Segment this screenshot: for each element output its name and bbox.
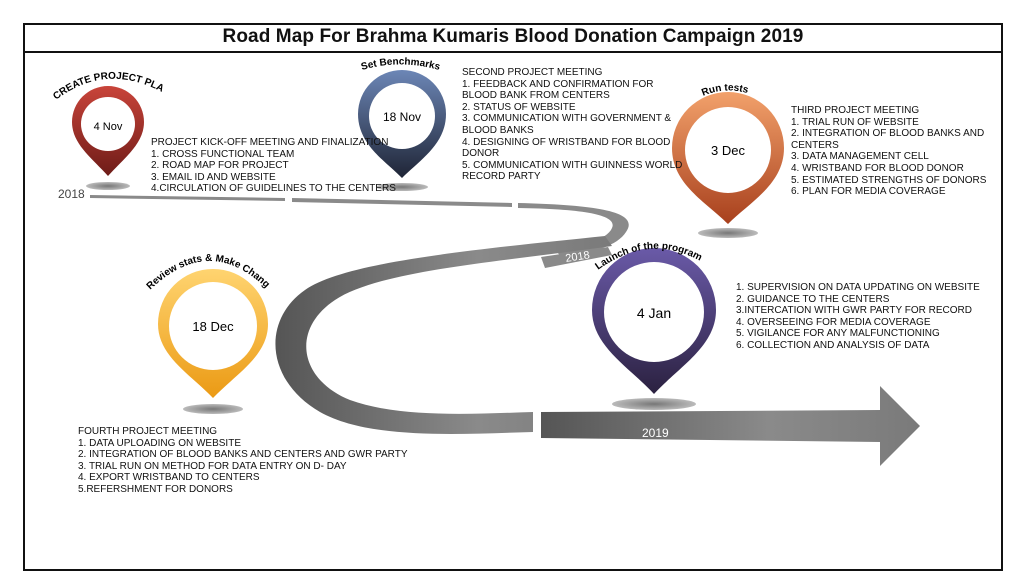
notes-line: SECOND PROJECT MEETING xyxy=(462,67,603,78)
notes-line: 3. COMMUNICATION WITH GOVERNMENT & xyxy=(462,113,672,125)
notes-line: 1. FEEDBACK AND CONFIRMATION FOR xyxy=(462,78,654,90)
notes-line: 4. EXPORT WRISTBAND TO CENTERS xyxy=(78,472,260,484)
pin-shadow xyxy=(86,182,130,190)
pin-date: 18 Dec xyxy=(192,319,234,334)
kickoff-meeting-notes: PROJECT KICK-OFF MEETING AND FINALIZATIO… xyxy=(151,137,396,195)
year-label-start: 2018 xyxy=(58,187,85,201)
year-label-middle: 2018 xyxy=(565,249,591,265)
notes-line: 4.CIRCULATION OF GUIDELINES TO THE CENTE… xyxy=(151,183,396,195)
notes-line: 1. SUPERVISION ON DATA UPDATING ON WEBSI… xyxy=(736,282,980,293)
road-lower xyxy=(541,386,920,466)
pin-date: 4 Nov xyxy=(94,121,123,133)
notes-line: 2. INTEGRATION OF BLOOD BANKS AND CENTER… xyxy=(78,449,408,461)
pin-shadow xyxy=(612,398,696,410)
notes-line: 2. INTEGRATION OF BLOOD BANKS AND xyxy=(791,128,985,140)
notes-line: 3.INTERCATION WITH GWR PARTY FOR RECORD xyxy=(736,305,972,317)
notes-line: FOURTH PROJECT MEETING xyxy=(78,426,218,437)
page-title: Road Map For Brahma Kumaris Blood Donati… xyxy=(222,26,804,47)
pin-shadow xyxy=(183,404,243,414)
notes-line: 3. DATA MANAGEMENT CELL xyxy=(791,151,929,163)
notes-line: 4. OVERSEEING FOR MEDIA COVERAGE xyxy=(736,316,931,328)
notes-line: 2. GUIDANCE TO THE CENTERS xyxy=(736,293,890,305)
second-meeting-notes: SECOND PROJECT MEETING 1. FEEDBACK AND C… xyxy=(462,67,682,183)
pin-date: 18 Nov xyxy=(383,110,421,124)
pin-run-tests: 3 Dec Run tests xyxy=(672,82,784,238)
notes-line: RECORD PARTY xyxy=(462,171,541,183)
pin-heading: CREATE PROJECT PLAN xyxy=(0,0,166,102)
pin-review-stats: 18 Dec Review stats & Make Changes xyxy=(0,0,272,414)
pin-launch: 4 Jan Launch of the program xyxy=(592,241,716,410)
launch-activities-notes: 1. SUPERVISION ON DATA UPDATING ON WEBSI… xyxy=(736,282,980,352)
road-top-line xyxy=(90,195,285,201)
road-top-line-b xyxy=(292,198,512,207)
notes-line: 3. EMAIL ID AND WEBSITE xyxy=(151,171,276,183)
notes-line: 1. DATA UPLOADING ON WEBSITE xyxy=(78,437,241,449)
third-meeting-notes: THIRD PROJECT MEETING 1. TRIAL RUN OF WE… xyxy=(791,105,986,198)
pin-set-benchmarks: 18 Nov Set Benchmarks xyxy=(358,56,446,191)
notes-line: DONOR xyxy=(462,148,500,160)
pin-date: 3 Dec xyxy=(711,143,745,158)
notes-line: 3. TRIAL RUN ON METHOD FOR DATA ENTRY ON… xyxy=(78,460,347,472)
notes-line: THIRD PROJECT MEETING xyxy=(791,105,920,116)
notes-line: 6. PLAN FOR MEDIA COVERAGE xyxy=(791,186,946,198)
fourth-meeting-notes: FOURTH PROJECT MEETING 1. DATA UPLOADING… xyxy=(78,426,408,496)
notes-line: BLOOD BANKS xyxy=(462,124,534,136)
notes-line: PROJECT KICK-OFF MEETING AND FINALIZATIO… xyxy=(151,137,389,148)
pin-shadow xyxy=(376,183,428,191)
notes-line: 1. TRIAL RUN OF WEBSITE xyxy=(791,116,919,128)
notes-line: 4. WRISTBAND FOR BLOOD DONOR xyxy=(791,162,964,174)
timeline-road xyxy=(90,195,920,466)
pin-date: 4 Jan xyxy=(637,305,671,321)
notes-line: 1. CROSS FUNCTIONAL TEAM xyxy=(151,148,295,160)
pin-heading: Set Benchmarks xyxy=(360,56,442,73)
pin-shadow xyxy=(698,228,758,238)
notes-line: 5. VIGILANCE FOR ANY MALFUNCTIONING xyxy=(736,328,940,340)
notes-line: 6. COLLECTION AND ANALYSIS OF DATA xyxy=(736,339,930,351)
year-label-end: 2019 xyxy=(642,426,669,440)
pin-create-project-plan: 4 Nov CREATE PROJECT PLAN xyxy=(0,0,166,190)
notes-line: 5.REFERSHMENT FOR DONORS xyxy=(78,483,233,495)
notes-line: CENTERS xyxy=(791,139,839,151)
notes-line: 5. COMMUNICATION WITH GUINNESS WORLD xyxy=(462,159,683,171)
road-mid-2018 xyxy=(541,247,612,268)
notes-line: 4. DESIGNING OF WRISTBAND FOR BLOOD xyxy=(462,136,671,148)
notes-line: BLOOD BANK FROM CENTERS xyxy=(462,90,610,102)
road-s-curve xyxy=(275,236,612,434)
notes-line: 5. ESTIMATED STRENGTHS OF DONORS xyxy=(791,174,987,186)
outer-frame xyxy=(23,23,1003,571)
title-bar: Road Map For Brahma Kumaris Blood Donati… xyxy=(23,23,1003,53)
notes-line: 2. ROAD MAP FOR PROJECT xyxy=(151,160,289,172)
notes-line: 2. STATUS OF WEBSITE xyxy=(462,101,576,113)
